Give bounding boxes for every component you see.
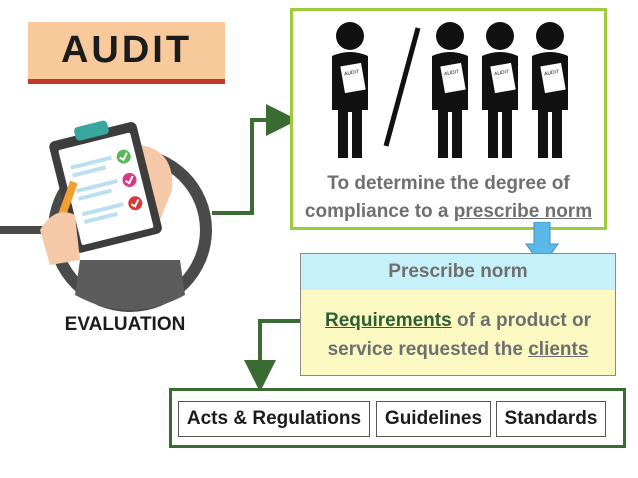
evaluation-label: EVALUATION: [64, 314, 186, 335]
prescribe-norm-link: prescribe norm: [453, 201, 593, 222]
prescribe-norm-header: Prescribe norm: [300, 253, 616, 291]
norm-type-guidelines: Guidelines: [376, 401, 491, 437]
requirements-word: Requirements: [324, 310, 452, 331]
auditor-figure-icon: [331, 21, 369, 159]
auditor-figure-icon: [431, 21, 469, 159]
auditor-figure-icon: [481, 21, 519, 159]
definition-line-1: To determine the degree of: [327, 173, 570, 194]
audit-title: AUDIT: [60, 29, 193, 71]
definition-line-2: compliance to a prescribe norm: [292, 198, 605, 226]
audit-title-banner: AUDIT: [28, 22, 225, 84]
auditor-figure-icon: [531, 21, 569, 159]
norm-type-acts-regulations: Acts & Regulations: [178, 401, 370, 437]
prescribe-norm-body: [300, 290, 616, 376]
norm-type-standards: Standards: [496, 401, 606, 437]
auditors-comparison-figure: AUDIT: [331, 21, 569, 159]
clients-word: clients: [528, 339, 589, 360]
requirements-text: Requirements of a product or service req…: [300, 306, 616, 364]
audit-definition-text: To determine the degree of compliance to…: [292, 170, 605, 226]
clipboard-checklist-icon: [0, 120, 212, 312]
definition-line-2-prefix: compliance to a: [304, 201, 454, 222]
requirements-line-2: service requested the clients: [300, 335, 616, 364]
requirements-line-1: Requirements of a product or: [300, 306, 616, 335]
requirements-line-2-prefix: service requested the: [327, 339, 529, 360]
requirements-line-1-rest: of a product or: [451, 310, 592, 331]
